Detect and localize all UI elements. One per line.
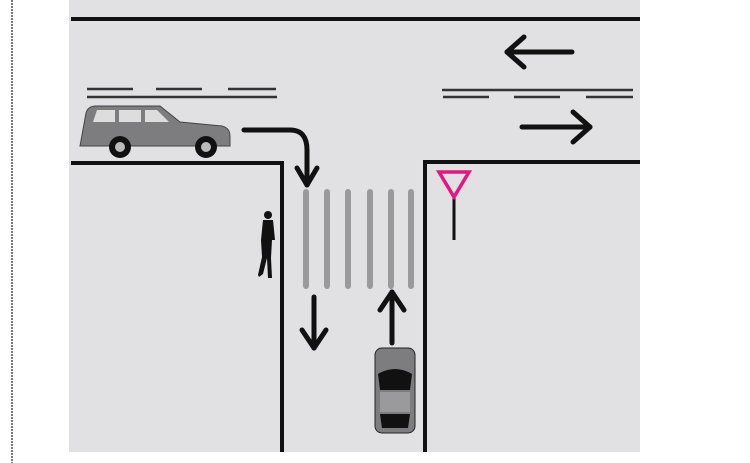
sedan-car-icon xyxy=(374,347,416,434)
lane-markings-right xyxy=(442,88,633,99)
yield-sign-icon xyxy=(435,170,473,240)
right-curb xyxy=(423,160,640,452)
crosswalk xyxy=(303,189,414,289)
arrow-right-icon xyxy=(519,109,593,145)
arrow-left-icon xyxy=(504,34,575,70)
turn-right-arrow-icon xyxy=(241,127,320,188)
lane-markings-left xyxy=(87,87,277,99)
station-wagon-car-icon xyxy=(79,105,231,158)
arrow-up-icon xyxy=(377,289,407,346)
pedestrian-icon xyxy=(258,211,275,278)
arrow-down-icon xyxy=(299,294,329,351)
road-edges xyxy=(71,17,640,452)
road-background xyxy=(69,0,640,452)
left-curb xyxy=(71,161,284,452)
